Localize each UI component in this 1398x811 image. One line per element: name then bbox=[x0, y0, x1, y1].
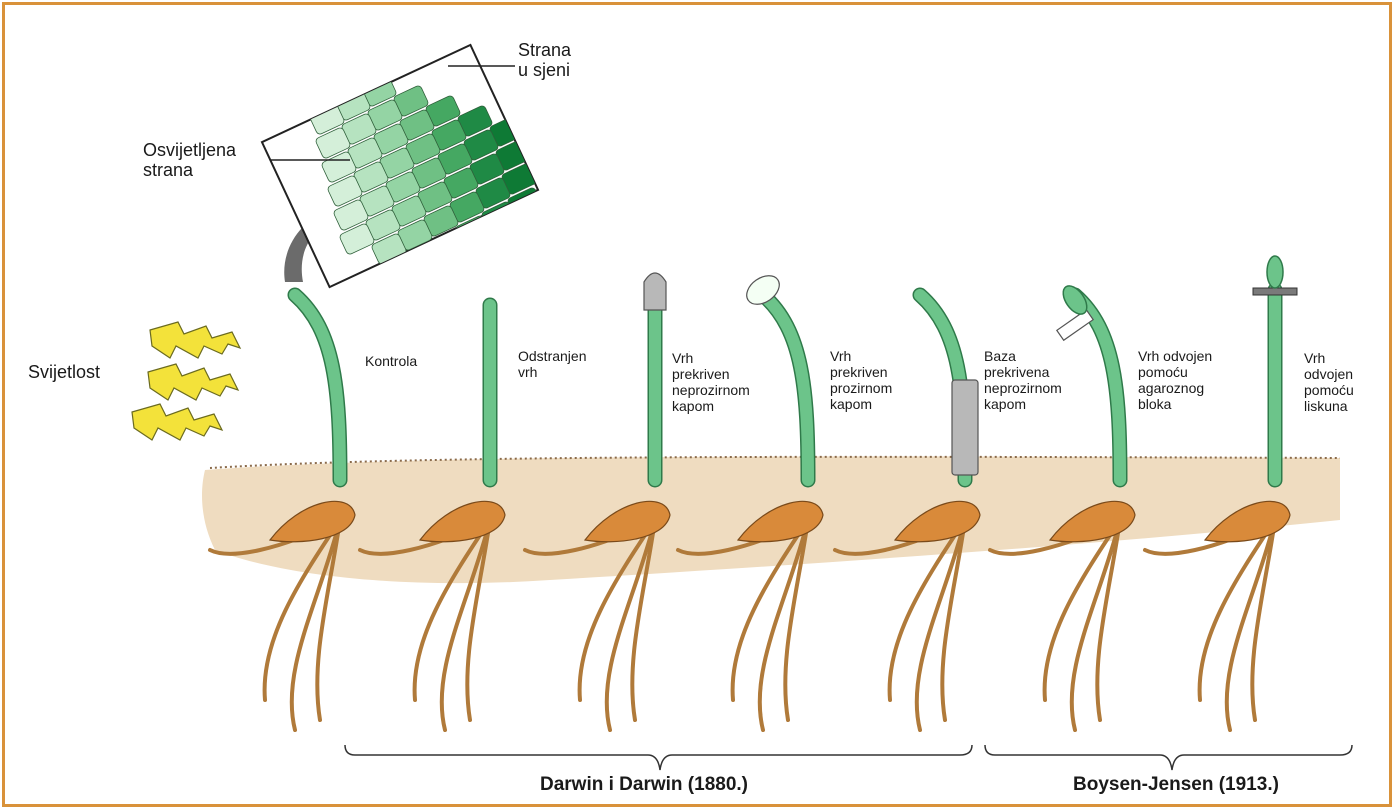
detached-tip bbox=[1267, 256, 1283, 288]
cell bbox=[531, 283, 567, 316]
lit-side-label: Osvijetljena strana bbox=[143, 140, 236, 180]
seedling-label-agar-block: Vrh odvojen pomoću agaroznog bloka bbox=[1138, 348, 1212, 412]
seedling-label-control: Kontrola bbox=[365, 353, 417, 369]
group-label-boysen: Boysen-Jensen (1913.) bbox=[1073, 774, 1279, 796]
boysen-bracket bbox=[985, 745, 1352, 770]
cell bbox=[303, 79, 339, 112]
seedling-label-opaque-cap: Vrh prekriven neprozirnom kapom bbox=[672, 350, 750, 414]
cell bbox=[467, 263, 503, 296]
cell bbox=[487, 225, 523, 258]
seedling-label-tip-removed: Odstranjen vrh bbox=[518, 348, 586, 380]
lightning-icon bbox=[132, 322, 240, 440]
cell bbox=[297, 55, 333, 88]
cell bbox=[513, 211, 549, 244]
cell bbox=[435, 253, 471, 286]
light-label: Svijetlost bbox=[28, 362, 100, 382]
seedling-label-base-covered: Baza prekrivena neprozirnom kapom bbox=[984, 348, 1062, 412]
darwin-bracket bbox=[345, 745, 972, 770]
cell bbox=[499, 273, 535, 306]
cell bbox=[525, 259, 561, 292]
group-label-darwin: Darwin i Darwin (1880.) bbox=[540, 774, 748, 796]
shade-side-label: Strana u sjeni bbox=[518, 40, 571, 80]
agar-block bbox=[1057, 310, 1093, 340]
opaque-cap bbox=[644, 273, 666, 310]
cell bbox=[519, 235, 555, 268]
base-cover bbox=[952, 380, 978, 475]
seedling-label-mica: Vrh odvojen pomoću liskuna bbox=[1304, 350, 1354, 414]
cell bbox=[329, 65, 365, 98]
cell bbox=[461, 239, 497, 272]
seedling-label-transparent-cap: Vrh prekriven prozirnom kapom bbox=[830, 348, 892, 412]
cell bbox=[493, 249, 529, 282]
mica-plate bbox=[1253, 288, 1297, 295]
